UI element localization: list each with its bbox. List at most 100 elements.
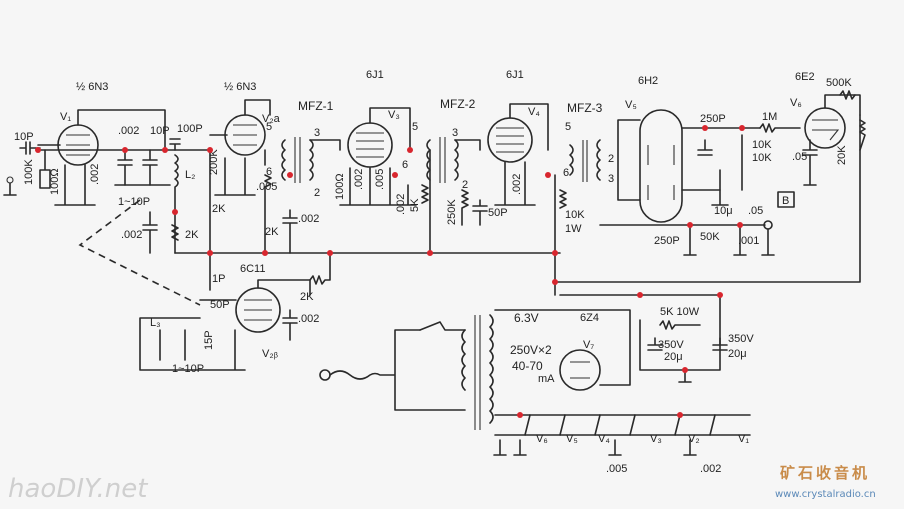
mfz1-label: MFZ-1 <box>298 99 334 113</box>
mfz1-pin6: 6 <box>266 166 272 178</box>
c350v-a-label: 350V <box>658 339 684 351</box>
watermark-right-cn: 矿石收音机 <box>780 464 870 482</box>
c50p <box>472 199 488 226</box>
v2a-type: ½ 6N3 <box>224 81 256 93</box>
v6-supply-wire <box>554 114 861 283</box>
v7-name: V₇ <box>583 339 594 351</box>
mains-plug <box>319 369 331 381</box>
c002-osc-label: .002 <box>298 313 319 325</box>
v3-screen-cap <box>399 184 417 206</box>
c50p-label: 50P <box>488 207 508 219</box>
input-capacitor <box>19 141 41 155</box>
v4-cathode <box>494 161 536 206</box>
r500k <box>839 90 856 100</box>
r100ohm-label: 100Ω <box>49 168 61 195</box>
v5-outputs <box>681 127 761 191</box>
mfz1-pin3: 3 <box>314 127 320 139</box>
detector-network <box>599 224 747 256</box>
c250p-bottom-label: 250P <box>654 235 680 247</box>
mains-cord <box>329 329 466 411</box>
tuning-cap-2 <box>142 149 158 186</box>
hv-current-label: 40-70 <box>512 359 543 373</box>
r500k-label: 500K <box>826 77 852 89</box>
ma-label: mA <box>538 373 555 385</box>
tube-v2b <box>235 279 311 333</box>
r10k-1w-watt: 1W <box>565 223 582 235</box>
v4-name: V₄ <box>528 106 540 118</box>
v3-cathode <box>339 167 401 206</box>
mfz2-pin3: 3 <box>452 127 458 139</box>
c002-plate-label: .002 <box>298 213 319 225</box>
heater-v1: V₁ <box>738 433 749 445</box>
v7-type: 6Z4 <box>580 312 599 324</box>
heater-v4: V₄ <box>598 433 610 445</box>
r2k-decoupling-label: 2K <box>185 229 199 241</box>
r2k-plate-label: 2K <box>265 226 279 238</box>
mfz2-pin6: 6 <box>402 159 408 171</box>
r2k-decoupling <box>171 224 179 241</box>
v4-type: 6J1 <box>506 69 524 81</box>
v2a-name: V₂a <box>262 113 281 125</box>
v3-c002-label: .002 <box>353 169 365 190</box>
tube-v1 <box>37 109 166 166</box>
c10u <box>711 169 729 206</box>
heater-taps <box>524 414 716 436</box>
c-1-10p-osc-label: 1~10P <box>172 363 204 375</box>
power-transformer <box>461 314 494 430</box>
mfz1-pin2: 2 <box>314 187 320 199</box>
c20u-b-label: 20μ <box>728 348 747 360</box>
c1p-label: 1P <box>212 273 225 285</box>
heater-v5: V₅ <box>566 433 578 445</box>
r200k-label: 200K <box>208 149 220 175</box>
r10k-a-label: 10K <box>752 139 772 151</box>
tuning-cap-1 <box>117 149 133 186</box>
r10k-1w <box>559 189 567 209</box>
audio-ground <box>761 228 775 256</box>
v1-type: ½ 6N3 <box>76 81 108 93</box>
r250k <box>461 189 469 226</box>
transformer-mfz3 <box>569 139 601 182</box>
heater-v2: V₂ <box>688 433 700 445</box>
mfz2-label: MFZ-2 <box>440 97 476 111</box>
osc-tank <box>139 317 246 371</box>
c10u-label: 10μ <box>714 205 733 217</box>
input-cap-label: 10P <box>14 131 34 143</box>
c250p-top <box>697 139 713 156</box>
r2k-v2a-label: 2K <box>212 203 226 215</box>
transformer-mfz2 <box>426 137 481 183</box>
v2a-cathode <box>214 157 256 196</box>
heater-grounds <box>493 439 697 456</box>
mfz3-pin2: 2 <box>608 153 614 165</box>
heater-c002-label: .002 <box>700 463 721 475</box>
filter-cap-a <box>647 337 663 351</box>
r100k-resistor <box>39 149 51 189</box>
v1-cathode-network <box>54 164 96 206</box>
r5k <box>421 184 429 204</box>
c001-label: .001 <box>738 235 759 247</box>
filter-loop <box>559 294 721 371</box>
mfz2-pin2: 2 <box>462 179 468 191</box>
mfz3-label: MFZ-3 <box>567 101 603 115</box>
c100p <box>169 138 181 151</box>
v2b-type: 6C11 <box>240 263 265 275</box>
heater-v3: V₃ <box>650 433 662 445</box>
filter-cap-b <box>712 337 728 351</box>
r2k-osc <box>309 252 331 285</box>
c250p-top-label: 250P <box>700 113 726 125</box>
r1m-label: 1M <box>762 111 777 123</box>
heater-v6: V₆ <box>536 433 548 445</box>
r10k-b-label: 10K <box>752 152 772 164</box>
hv-winding-label: 250V×2 <box>510 343 552 357</box>
r20k-label: 20K <box>836 145 848 165</box>
r250k-label: 250K <box>446 199 458 225</box>
heater-bus <box>494 414 751 436</box>
inductor-l2 <box>174 154 179 213</box>
tube-v3 <box>347 107 411 168</box>
tube-v2a <box>209 99 271 156</box>
junction-dots <box>35 125 745 418</box>
c05-v6-label: .05 <box>792 151 807 163</box>
v1-cap-label: .002 <box>89 164 101 185</box>
gang-link <box>78 199 201 306</box>
